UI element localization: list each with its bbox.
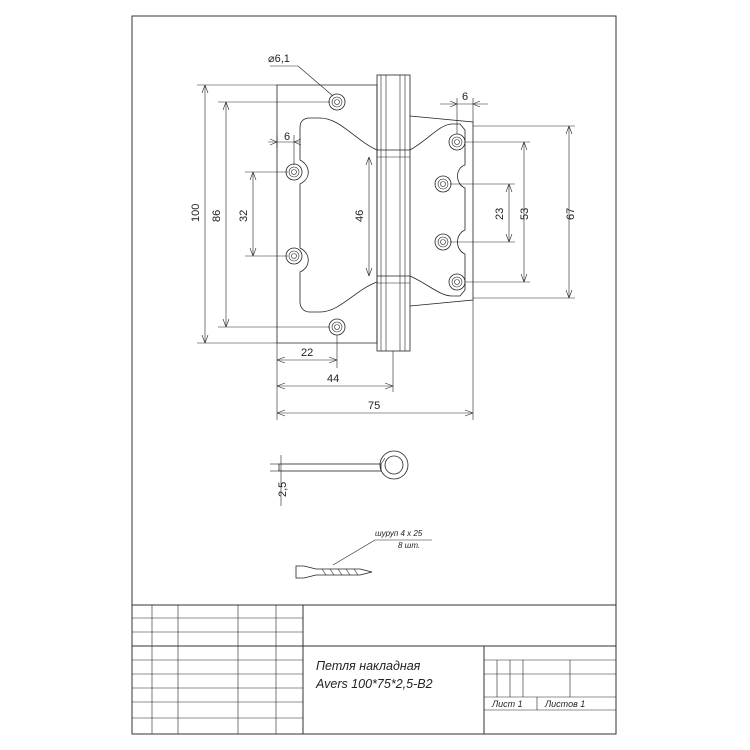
screw-hole: [434, 233, 452, 251]
dimension-lines: [197, 65, 575, 420]
screw-note-line1: шуруп 4 х 25: [375, 529, 423, 538]
offset-left-label: 6: [284, 131, 290, 143]
screw-hole: [328, 318, 346, 336]
title-line2: Avers 100*75*2,5-B2: [315, 677, 433, 691]
title-line1: Петля накладная: [316, 659, 421, 673]
screw-hole: [448, 273, 466, 291]
sheet-frame: [131, 15, 617, 735]
hole-diameter-label: ⌀6,1: [268, 53, 290, 65]
sheets-total: Листов 1: [544, 699, 585, 709]
screw-holes-left: [285, 93, 346, 336]
screw-hole: [285, 163, 303, 181]
title-block: Петля накладная Avers 100*75*2,5-B2 Лист…: [132, 604, 616, 734]
screw-holes-right: [434, 133, 466, 291]
sheet-number: Лист 1: [491, 699, 523, 709]
hole-span-inner-label: 32: [238, 210, 250, 222]
screw-note-line2: 8 шт.: [398, 541, 420, 550]
screw-hole: [328, 93, 346, 111]
hinge-side-view: [270, 450, 409, 506]
thickness-label: 2,5: [277, 482, 289, 497]
offset-right-label: 6: [462, 91, 468, 103]
dimension-labels: ⌀6,1 6 6 100 86 32 46 23 53 67 22 44 75 …: [190, 53, 577, 497]
hole-span-outer-label: 86: [211, 210, 223, 222]
width-44-label: 44: [327, 373, 339, 385]
width-22-label: 22: [301, 347, 313, 359]
cutout-height-label: 46: [354, 210, 366, 222]
screw-hole: [448, 133, 466, 151]
screw-drawing: шуруп 4 х 25 8 шт.: [295, 529, 432, 579]
right-inner-label: 23: [494, 208, 506, 220]
right-mid-label: 53: [519, 208, 531, 220]
right-outer-label: 67: [565, 208, 577, 220]
hinge-front-view: [276, 74, 474, 352]
screw-hole: [434, 175, 452, 193]
height-total-label: 100: [190, 204, 202, 222]
screw-hole: [285, 247, 303, 265]
width-75-label: 75: [368, 400, 380, 412]
